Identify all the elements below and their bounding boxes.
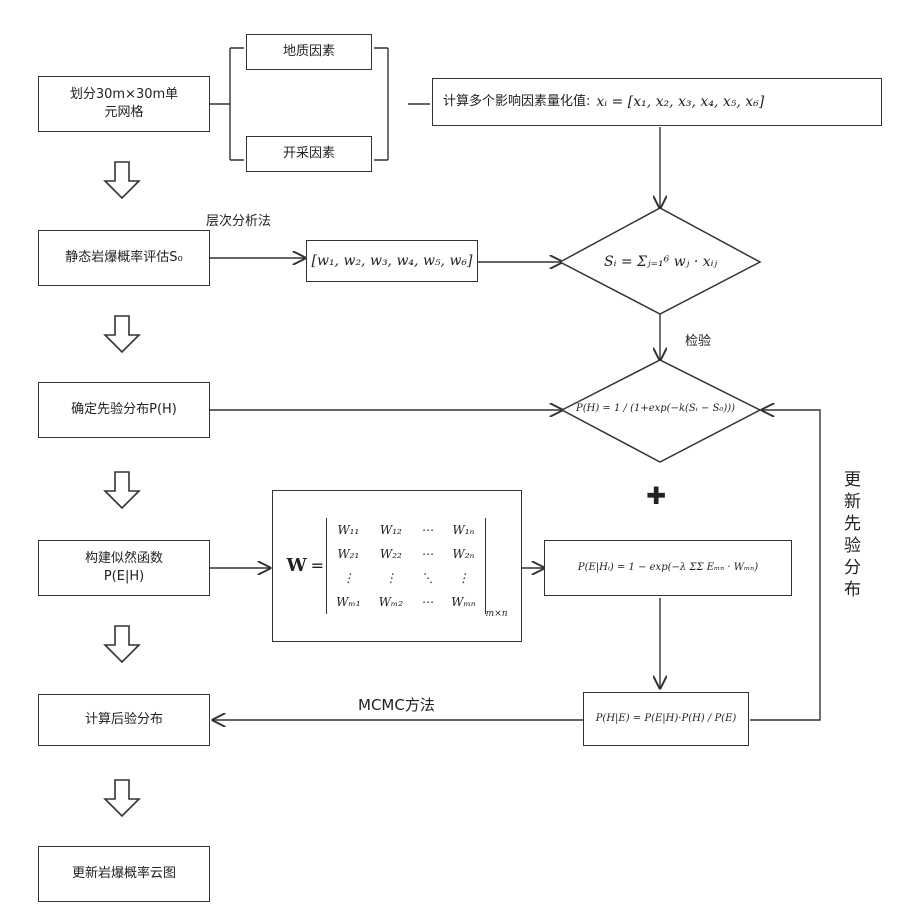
posterior-text: 计算后验分布 <box>85 711 163 729</box>
likelihood-formula-box: P(E|Hᵢ) = 1 − exp(−λ ΣΣ Eₘₙ · Wₘₙ) <box>544 540 792 596</box>
prior-formula: P(H) = 1 / (1+exp(−k(Sᵢ − S₀))) <box>576 403 735 414</box>
matrix-cell: ⋮ <box>370 566 413 590</box>
matrix-cell: Wₘ₂ <box>370 590 413 614</box>
matrix-cell: ⋱ <box>412 566 442 590</box>
posterior-box: 计算后验分布 <box>38 694 210 746</box>
matrix-cell: W₂₁ <box>327 542 370 566</box>
weights-box: [w₁, w₂, w₃, w₄, w₅, w₆] <box>306 240 478 282</box>
down-arrow-icon <box>105 162 139 198</box>
matrix-cell: ⋯ <box>412 590 442 614</box>
matrix-box: W = W₁₁W₁₂⋯W₁ₙW₂₁W₂₂⋯W₂ₙ⋮⋮⋱⋮Wₘ₁Wₘ₂⋯Wₘₙ m… <box>272 490 522 642</box>
matrix-subscript: m×n <box>486 605 508 623</box>
prior-text: 确定先验分布P(H) <box>69 401 179 419</box>
mining-factor-text: 开采因素 <box>283 145 335 163</box>
static-eval-text: 静态岩爆概率评估S₀ <box>64 249 184 267</box>
matrix-cell: W₂ₙ <box>442 542 485 566</box>
quantify-formula: xᵢ = [x₁, x₂, x₃, x₄, x₅, x₆] <box>596 93 764 111</box>
matrix-cell: W₁₂ <box>370 518 413 542</box>
matrix-cell: Wₘₙ <box>442 590 485 614</box>
matrix-body: W₁₁W₁₂⋯W₁ₙW₂₁W₂₂⋯W₂ₙ⋮⋮⋱⋮Wₘ₁Wₘ₂⋯Wₘₙ <box>326 518 486 614</box>
matrix-cell: W₁₁ <box>327 518 370 542</box>
geo-factor-box: 地质因素 <box>246 34 372 70</box>
check-label: 检验 <box>685 330 711 349</box>
geo-factor-text: 地质因素 <box>283 43 335 61</box>
likelihood-text: 构建似然函数P(E|H) <box>69 550 179 586</box>
quantify-text: 计算多个影响因素量化值: <box>443 93 590 111</box>
matrix-row: W₁₁W₁₂⋯W₁ₙ <box>327 518 485 542</box>
matrix-cell: ⋮ <box>442 566 485 590</box>
matrix-table: W₁₁W₁₂⋯W₁ₙW₂₁W₂₂⋯W₂ₙ⋮⋮⋱⋮Wₘ₁Wₘ₂⋯Wₘₙ <box>327 518 485 614</box>
bayes-formula: P(H|E) = P(E|H)·P(H) / P(E) <box>596 710 737 728</box>
down-arrow-icon <box>105 780 139 816</box>
matrix-cell: Wₘ₁ <box>327 590 370 614</box>
update-map-box: 更新岩爆概率云图 <box>38 846 210 902</box>
mining-factor-box: 开采因素 <box>246 136 372 172</box>
grid-division-text: 划分30m×30m单元网格 <box>64 86 184 122</box>
mcmc-label: MCMC方法 <box>358 694 435 715</box>
prior-box: 确定先验分布P(H) <box>38 382 210 438</box>
likelihood-box: 构建似然函数P(E|H) <box>38 540 210 596</box>
matrix-row: ⋮⋮⋱⋮ <box>327 566 485 590</box>
down-arrow-icon <box>105 626 139 662</box>
si-formula: Sᵢ = Σⱼ₌₁⁶ wⱼ · xᵢⱼ <box>604 254 717 270</box>
bayes-box: P(H|E) = P(E|H)·P(H) / P(E) <box>583 692 749 746</box>
plus-icon: ✚ <box>646 482 666 510</box>
right-brace <box>374 48 430 160</box>
matrix-cell: ⋯ <box>412 542 442 566</box>
down-arrow-icon <box>105 316 139 352</box>
grid-division-box: 划分30m×30m单元网格 <box>38 76 210 132</box>
left-brace <box>207 48 244 160</box>
weights-text: [w₁, w₂, w₃, w₄, w₅, w₆] <box>312 252 473 270</box>
down-arrow-icon <box>105 472 139 508</box>
quantify-box: 计算多个影响因素量化值: xᵢ = [x₁, x₂, x₃, x₄, x₅, x… <box>432 78 882 126</box>
update-map-text: 更新岩爆概率云图 <box>64 865 184 883</box>
static-eval-box: 静态岩爆概率评估S₀ <box>38 230 210 286</box>
matrix-cell: ⋮ <box>327 566 370 590</box>
matrix-cell: ⋯ <box>412 518 442 542</box>
ahp-label: 层次分析法 <box>206 210 271 229</box>
matrix-cell: W₂₂ <box>370 542 413 566</box>
likelihood-formula: P(E|Hᵢ) = 1 − exp(−λ ΣΣ Eₘₙ · Wₘₙ) <box>578 559 758 577</box>
matrix-row: Wₘ₁Wₘ₂⋯Wₘₙ <box>327 590 485 614</box>
matrix-equals: = <box>311 557 324 575</box>
update-prior-label: 更新先验分布 <box>838 470 863 602</box>
matrix-cell: W₁ₙ <box>442 518 485 542</box>
matrix-row: W₂₁W₂₂⋯W₂ₙ <box>327 542 485 566</box>
matrix-symbol: W <box>286 557 306 575</box>
